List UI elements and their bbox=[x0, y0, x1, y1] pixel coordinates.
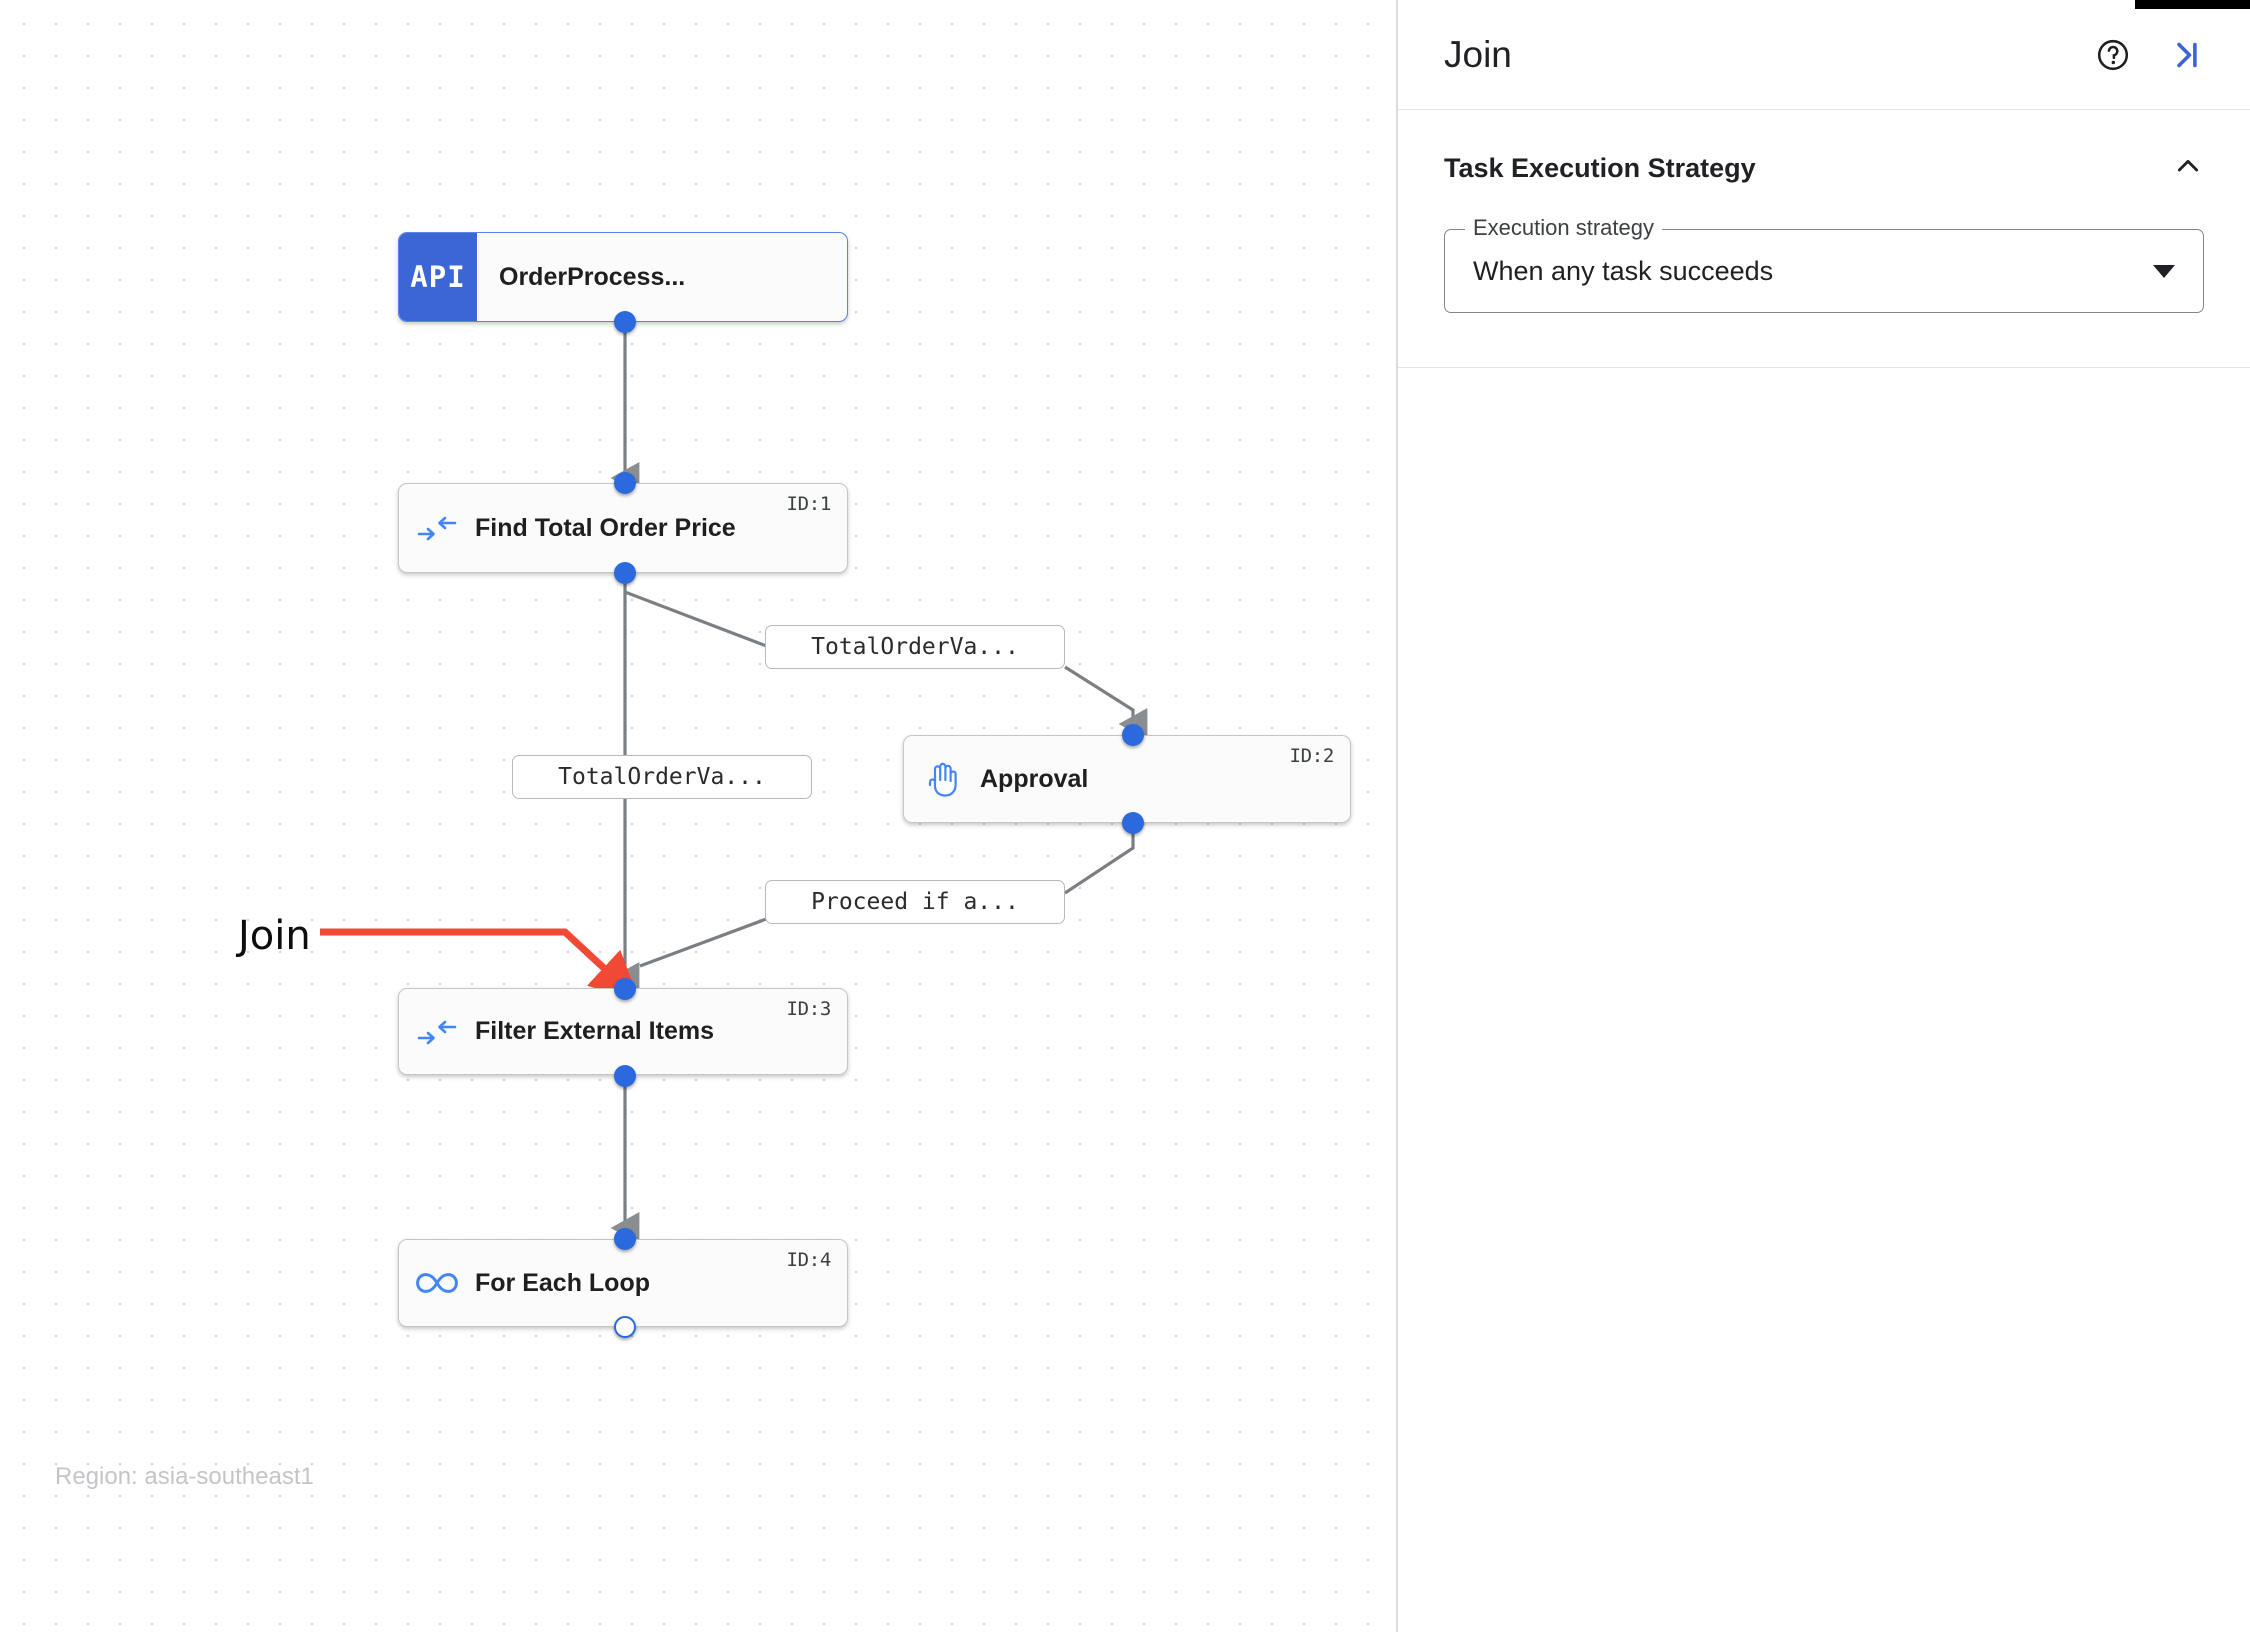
port-task3-input[interactable] bbox=[614, 978, 636, 1000]
port-start-output[interactable] bbox=[614, 311, 636, 333]
node-title: Approval bbox=[980, 764, 1089, 793]
node-title: OrderProcess... bbox=[499, 262, 686, 291]
node-id-label: ID:4 bbox=[786, 1249, 831, 1271]
merge-arrows-icon bbox=[399, 514, 475, 542]
workflow-canvas[interactable]: Join API OrderProcess... Find Total Orde… bbox=[0, 0, 1396, 1632]
port-task2-input[interactable] bbox=[1122, 724, 1144, 746]
window-top-edge-bar bbox=[2135, 0, 2250, 9]
edge-label1-to-task2 bbox=[1064, 665, 1148, 740]
properties-panel: Join Task Execution Strategy bbox=[1398, 0, 2250, 1632]
node-id-label: ID:2 bbox=[1289, 745, 1334, 767]
collapse-panel-icon[interactable] bbox=[2158, 28, 2212, 82]
node-order-process-start[interactable]: API OrderProcess... bbox=[398, 232, 848, 322]
section-title: Task Execution Strategy bbox=[1444, 153, 1756, 183]
chevron-up-icon[interactable] bbox=[2172, 150, 2204, 187]
port-task4-output[interactable] bbox=[614, 1316, 636, 1338]
panel-body: Task Execution Strategy Execution strate… bbox=[1398, 110, 2250, 368]
annotation-arrow bbox=[320, 928, 640, 1002]
edge-task1-to-label1-a bbox=[623, 573, 770, 649]
port-task3-output[interactable] bbox=[614, 1065, 636, 1087]
merge-arrows-icon bbox=[399, 1018, 475, 1046]
port-task1-input[interactable] bbox=[614, 472, 636, 494]
node-filter-external-items[interactable]: Filter External Items ID:3 bbox=[398, 988, 848, 1075]
node-id-label: ID:3 bbox=[786, 998, 831, 1020]
hand-icon bbox=[904, 760, 980, 798]
edge-task2-to-label3 bbox=[1064, 822, 1135, 895]
port-task1-output[interactable] bbox=[614, 562, 636, 584]
edge-label-total-order-value-2[interactable]: TotalOrderVa... bbox=[512, 755, 812, 799]
edge-label3-to-task3 bbox=[639, 916, 770, 968]
node-title: Find Total Order Price bbox=[475, 513, 736, 542]
port-task4-input[interactable] bbox=[614, 1228, 636, 1250]
annotation-label: Join bbox=[238, 913, 311, 959]
edge-label-total-order-value-1[interactable]: TotalOrderVa... bbox=[765, 625, 1065, 669]
edge-label-proceed-if[interactable]: Proceed if a... bbox=[765, 880, 1065, 924]
execution-strategy-value: When any task succeeds bbox=[1473, 255, 1774, 286]
node-find-total-order-price[interactable]: Find Total Order Price ID:1 bbox=[398, 483, 848, 573]
node-title: For Each Loop bbox=[475, 1268, 650, 1297]
section-task-execution-strategy: Task Execution Strategy Execution strate… bbox=[1398, 110, 2250, 368]
execution-strategy-label: Execution strategy bbox=[1465, 215, 1662, 241]
panel-header: Join bbox=[1398, 0, 2250, 110]
help-circle-icon[interactable] bbox=[2086, 28, 2140, 82]
section-header[interactable]: Task Execution Strategy bbox=[1444, 150, 2204, 187]
chevron-down-icon[interactable] bbox=[2153, 264, 2175, 278]
node-id-label: ID:1 bbox=[786, 493, 831, 515]
execution-strategy-select[interactable]: Execution strategy When any task succeed… bbox=[1444, 215, 2204, 313]
canvas-panel-divider bbox=[1396, 0, 1398, 1632]
node-title: Filter External Items bbox=[475, 1017, 714, 1045]
api-badge-icon: API bbox=[399, 233, 477, 321]
infinity-icon bbox=[399, 1270, 475, 1296]
port-task2-output[interactable] bbox=[1122, 812, 1144, 834]
node-for-each-loop[interactable]: For Each Loop ID:4 bbox=[398, 1239, 848, 1327]
region-watermark: Region: asia-southeast1 bbox=[55, 1463, 314, 1490]
panel-title: Join bbox=[1444, 33, 1512, 75]
node-approval[interactable]: Approval ID:2 bbox=[903, 735, 1351, 823]
